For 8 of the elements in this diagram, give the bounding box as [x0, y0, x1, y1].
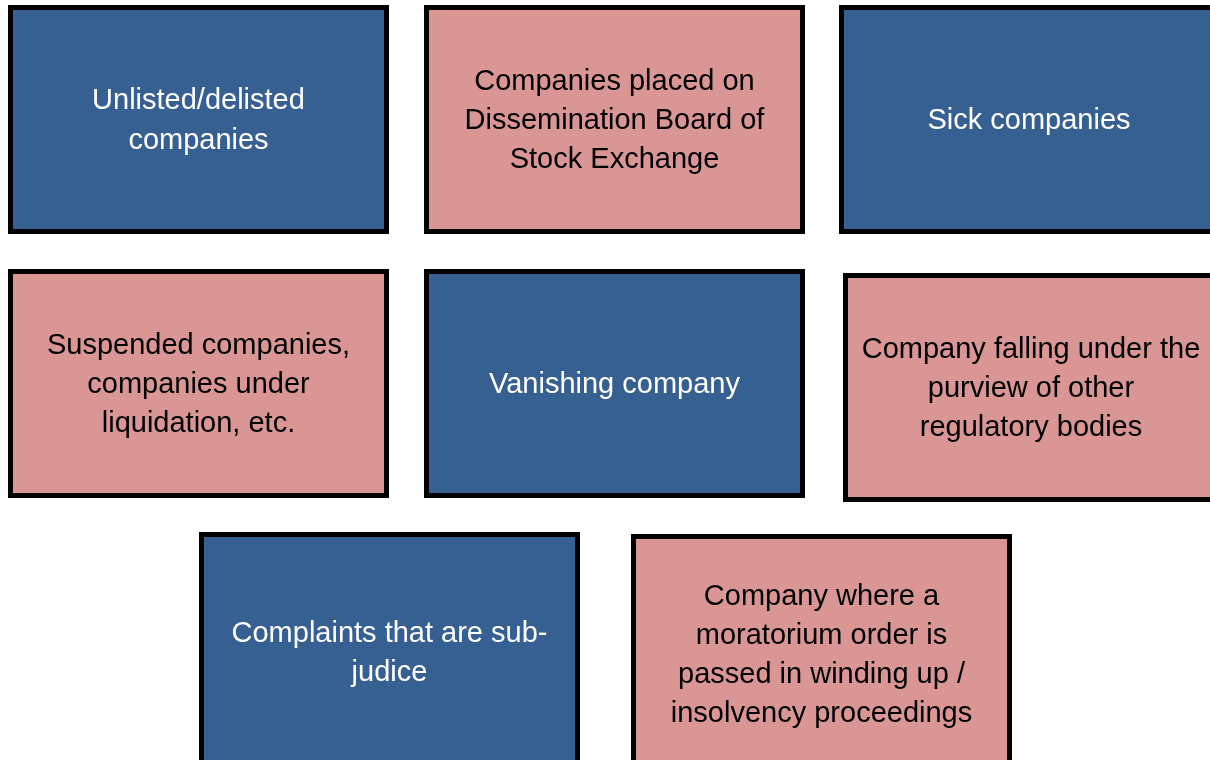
category-box: Companies placed on Dissemination Board of Stock Exchange — [424, 5, 805, 234]
category-box: Complaints that are sub-judice — [199, 532, 580, 760]
category-box: Company falling under the purview of other regulatory bodies — [843, 273, 1210, 502]
category-box: Vanishing company — [424, 269, 805, 498]
category-box: Company where a moratorium order is passed in winding up / insolvency proceedings — [631, 534, 1012, 760]
category-box: Suspended companies, companies under liquidation, etc. — [8, 269, 389, 498]
category-box: Unlisted/delisted companies — [8, 5, 389, 234]
category-box: Sick companies — [839, 5, 1210, 234]
